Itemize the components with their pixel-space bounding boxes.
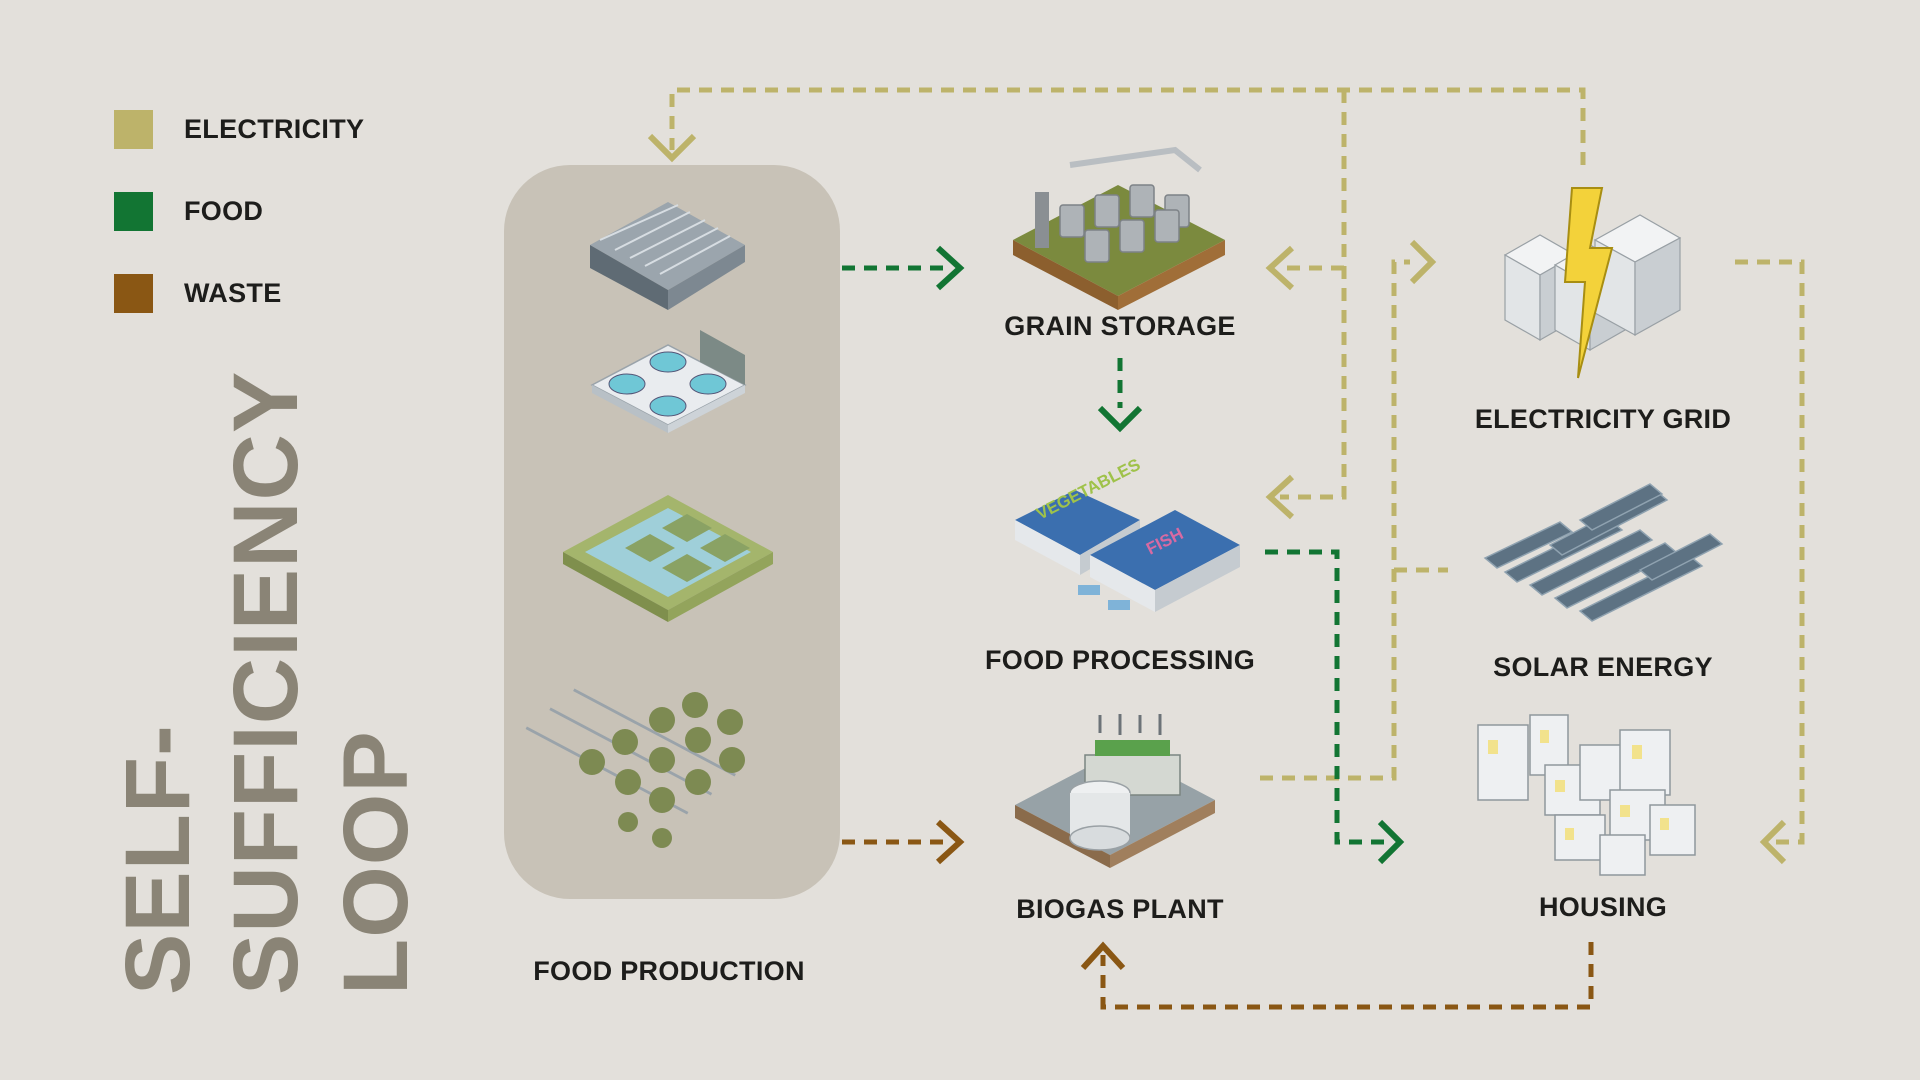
electricity-flow-biogas-to-grid bbox=[1260, 259, 1410, 781]
arrowhead-housing-in bbox=[1377, 819, 1405, 865]
processing-plant-icon: VEGETABLES FISH bbox=[1015, 455, 1240, 612]
food-flow-processing-to-housing bbox=[1265, 549, 1390, 845]
label-food-production: FOOD PRODUCTION bbox=[533, 956, 805, 986]
aquaponics-pond-icon bbox=[563, 495, 773, 622]
fish-tanks-icon bbox=[590, 330, 747, 433]
label-electricity-grid: ELECTRICITY GRID bbox=[1474, 404, 1732, 434]
arrowhead-biogas-in bbox=[935, 819, 965, 865]
electricity-arrowheads bbox=[647, 133, 1787, 865]
legend-food-label: FOOD bbox=[184, 196, 264, 226]
arrowhead-processing bbox=[1265, 474, 1295, 520]
electricity-swatch bbox=[114, 110, 153, 149]
legend-food: FOOD bbox=[114, 192, 263, 231]
label-biogas-plant: BIOGAS PLANT bbox=[1016, 894, 1224, 924]
arrowhead-grain-in bbox=[935, 245, 965, 291]
food-arrowheads bbox=[935, 245, 1405, 865]
arrowhead-processing-in bbox=[1097, 405, 1143, 433]
arrowhead-production bbox=[647, 133, 697, 163]
arrowhead-biogas-up bbox=[1080, 941, 1126, 971]
arrowhead-housing bbox=[1759, 819, 1787, 865]
label-housing: HOUSING bbox=[1538, 892, 1668, 922]
waste-flows bbox=[842, 839, 1594, 1010]
food-swatch bbox=[114, 192, 153, 231]
label-grain-storage: GRAIN STORAGE bbox=[1004, 311, 1236, 341]
electricity-flows bbox=[669, 87, 1805, 845]
legend-waste: WASTE bbox=[114, 274, 282, 313]
waste-swatch bbox=[114, 274, 153, 313]
vertical-farm-icon bbox=[525, 688, 745, 848]
legend-electricity-label: ELECTRICITY bbox=[184, 114, 365, 144]
electricity-grid-icon bbox=[1503, 187, 1682, 379]
label-solar-energy: SOLAR ENERGY bbox=[1493, 652, 1713, 682]
greenhouse-icon bbox=[590, 202, 745, 310]
arrowhead-grain bbox=[1265, 245, 1295, 291]
electricity-flow-grid-to-production bbox=[669, 87, 1586, 165]
food-flows bbox=[842, 265, 1390, 845]
waste-flow-housing-to-biogas bbox=[1100, 942, 1594, 1010]
legend-waste-label: WASTE bbox=[184, 278, 282, 308]
housing-icon bbox=[1477, 714, 1696, 876]
electricity-flow-grid-to-housing bbox=[1735, 259, 1805, 845]
grain-silo-icon bbox=[1013, 146, 1225, 310]
solar-panels-icon bbox=[1483, 483, 1724, 622]
biogas-plant-icon bbox=[1015, 714, 1215, 868]
label-food-processing: FOOD PROCESSING bbox=[984, 645, 1256, 675]
waste-arrowheads bbox=[935, 819, 1126, 971]
legend-electricity: ELECTRICITY bbox=[114, 110, 364, 149]
arrowhead-grid bbox=[1409, 239, 1437, 285]
electricity-flow-to-processing bbox=[1280, 90, 1347, 500]
